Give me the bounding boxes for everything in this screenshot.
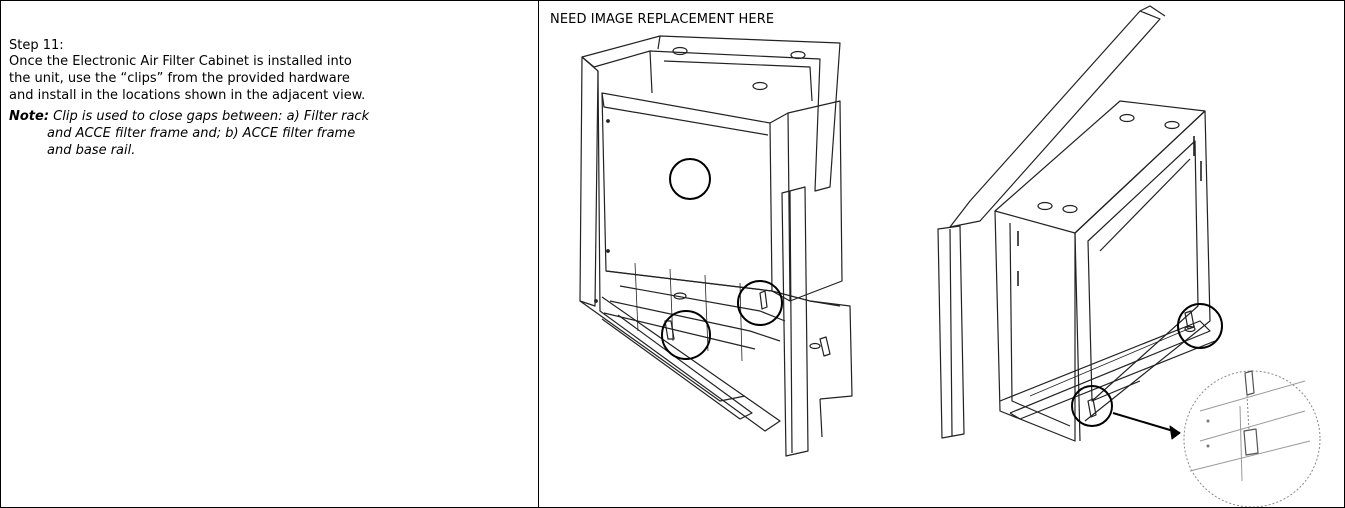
step-body-line: and install in the locations shown in th… xyxy=(9,88,366,103)
image-placeholder-banner: NEED IMAGE REPLACEMENT HERE xyxy=(550,12,775,27)
note-block: Note: Clip is used to close gaps between… xyxy=(9,108,537,159)
filter-cabinet-front-view-icon xyxy=(579,35,853,457)
step-body-line: the unit, use the “clips” from the provi… xyxy=(9,71,350,86)
step-title: Step 11: xyxy=(9,38,64,53)
step-body: Once the Electronic Air Filter Cabinet i… xyxy=(9,53,529,104)
note-line: Clip is used to close gaps between: a) F… xyxy=(49,109,370,124)
note-line: and base rail. xyxy=(47,143,136,158)
illustration-cell: NEED IMAGE REPLACEMENT HERE xyxy=(540,1,1344,507)
instruction-text-cell: Step 11: Once the Electronic Air Filter … xyxy=(1,1,539,507)
note-line: and ACCE filter frame and; b) ACCE filte… xyxy=(47,126,356,141)
step-body-line: Once the Electronic Air Filter Cabinet i… xyxy=(9,54,352,69)
note-label: Note: xyxy=(9,109,50,124)
installation-illustration xyxy=(579,5,1321,507)
clip-detail-magnified-icon xyxy=(1183,370,1321,507)
filter-cabinet-rear-view-icon xyxy=(937,5,1223,442)
